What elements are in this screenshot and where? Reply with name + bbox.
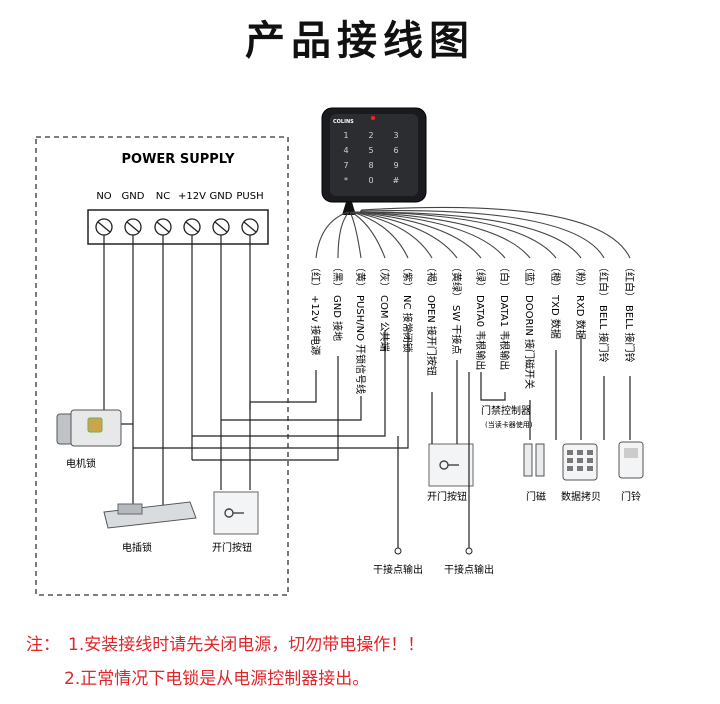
door-contact-icon <box>523 443 545 477</box>
wire-label: （红）+12v 接电源 <box>309 262 322 355</box>
terminal-point-icon <box>465 547 473 555</box>
data-copy-label: 数据拷贝 <box>561 490 601 503</box>
door-contact-label: 门磁 <box>526 490 546 503</box>
doorbell-label: 门铃 <box>621 490 641 503</box>
terminal-block <box>87 209 269 245</box>
exit-button-icon <box>428 443 474 487</box>
dry-contact-out-1: 干接点输出 <box>373 563 423 576</box>
wire-label: （红白）BELL 接门铃 <box>597 262 610 363</box>
power-supply-box <box>35 136 289 596</box>
dry-contact-wires <box>397 372 470 548</box>
keypad-reader: COLINS 1 2 3 4 5 6 7 8 9 * 0 # <box>321 107 427 215</box>
data-copy-icon <box>562 443 598 481</box>
terminal-label-push: PUSH <box>236 191 263 202</box>
terminal-labels: NO GND NC +12V GND PUSH <box>96 191 263 202</box>
wire-label: （黄）PUSH/NO 开锁信号线 <box>354 262 367 394</box>
svg-text:3: 3 <box>393 131 398 140</box>
wire-label: （灰）COM 公共端 <box>378 262 391 352</box>
power-supply-label: POWER SUPPLY <box>122 152 236 167</box>
wire-label: （绿）DATA0 韦根输出 <box>474 262 487 370</box>
exit-button-icon <box>213 491 259 535</box>
exit-button-left-label: 开门按钮 <box>212 541 252 554</box>
svg-text:9: 9 <box>393 161 398 170</box>
access-controller-label: 门禁控制器 <box>481 404 531 417</box>
svg-text:7: 7 <box>343 161 348 170</box>
wire-label: （紫）NC 接常闭锁 <box>401 262 414 353</box>
svg-text:6: 6 <box>393 146 398 155</box>
device-brand: COLINS <box>333 119 354 125</box>
svg-text:2: 2 <box>368 131 373 140</box>
wire-label: （红白）BELL 接门铃 <box>623 262 636 363</box>
doorbell-icon <box>618 441 644 479</box>
svg-text:0: 0 <box>368 176 373 185</box>
wire-label: （褐）OPEN 接开门按钮 <box>425 262 438 376</box>
motor-lock-icon <box>56 409 122 447</box>
terminal-label-nc: NC <box>156 191 170 202</box>
terminal-label-12v: +12V <box>178 191 206 202</box>
wire-labels: （红）+12v 接电源 （黑）GND 接地 （黄）PUSH/NO 开锁信号线 （… <box>309 262 636 394</box>
wire-label: （白）DATA1 韦根输出 <box>498 262 511 370</box>
terminal-point-icon <box>394 547 402 555</box>
terminal-label-gnd2: GND <box>210 191 233 202</box>
bolt-lock-icon <box>103 501 197 529</box>
supply-wiring <box>103 235 409 508</box>
bolt-lock-label: 电插锁 <box>122 541 152 554</box>
notes: 注：1.安装接线时请先关闭电源，切勿带电操作！！ 2.正常情况下电锁是从电源控制… <box>26 628 424 696</box>
wire-label: （粉）RXD 数据 <box>574 262 587 340</box>
terminal-label-gnd: GND <box>122 191 145 202</box>
wire-label: （橙）TXD 数据 <box>549 262 562 339</box>
terminal-label-no: NO <box>96 191 111 202</box>
status-led-icon <box>370 115 376 121</box>
note-line-2: 2.正常情况下电锁是从电源控制器接出。 <box>64 669 370 689</box>
svg-text:5: 5 <box>368 146 373 155</box>
note-prefix: 注： <box>26 635 60 655</box>
svg-text:4: 4 <box>343 146 348 155</box>
svg-text:*: * <box>344 176 348 185</box>
svg-text:8: 8 <box>368 161 373 170</box>
svg-text:#: # <box>393 176 400 185</box>
wire-harness <box>315 206 631 259</box>
page-title: 产品接线图 <box>245 18 475 64</box>
dry-contact-out-2: 干接点输出 <box>444 563 494 576</box>
electric-lock-label: 电机锁 <box>66 457 96 470</box>
access-controller-note: (当读卡器使用) <box>485 420 533 429</box>
svg-text:1: 1 <box>343 131 348 140</box>
wire-label: （黑）GND 接地 <box>331 262 344 341</box>
exit-button-right-label: 开门按钮 <box>427 490 467 503</box>
note-line-1: 注：1.安装接线时请先关闭电源，切勿带电操作！！ <box>26 635 425 655</box>
wire-label: （黄绿）SW 干接点 <box>450 262 463 354</box>
keypad-digits-icon: 1 2 3 4 5 6 7 8 9 * 0 # <box>343 131 399 185</box>
wire-label: （蓝）DOORIN 接门磁开关 <box>523 262 536 389</box>
